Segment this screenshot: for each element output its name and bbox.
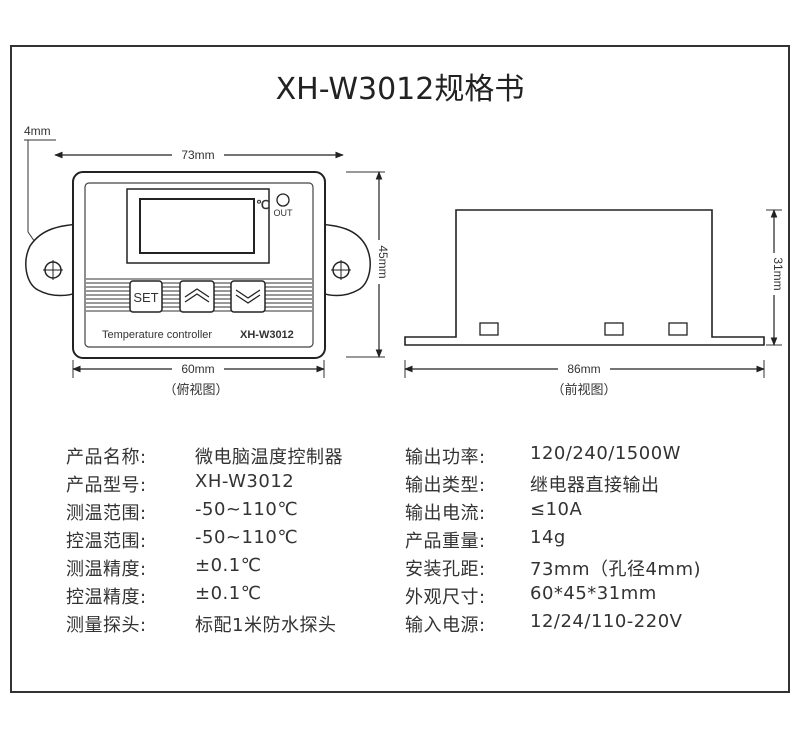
spec-value: -50~110℃ (195, 527, 299, 548)
front-view: 31mm 86mm （前视图） (404, 209, 785, 398)
right-ear (319, 223, 371, 297)
spec-sheet-frame (10, 45, 790, 693)
set-button[interactable] (129, 280, 163, 313)
dim-hole-label: 4mm (24, 124, 51, 138)
spec-value: 标配1米防水探头 (195, 615, 337, 636)
panel-label-left: Temperature controller (102, 329, 212, 341)
spec-label: 产品名称: (66, 447, 147, 468)
spec-label: 输出功率: (405, 447, 486, 468)
spec-value: 继电器直接输出 (530, 475, 660, 496)
spec-label: 输出电流: (405, 503, 486, 524)
set-button-label: SET (133, 290, 158, 305)
terminal-3 (668, 322, 688, 336)
terminal-1 (479, 322, 499, 336)
spec-label: 测量探头: (66, 615, 147, 636)
display-screen (139, 198, 255, 254)
spec-value: XH-W3012 (195, 471, 295, 492)
double-chevron-down-icon (235, 289, 261, 304)
front-dim-height-label: 31mm (771, 257, 785, 290)
spec-label: 控温范围: (66, 531, 147, 552)
spec-value: 60*45*31mm (530, 583, 657, 604)
sheet-title: XH-W3012规格书 (275, 72, 525, 107)
dim-body-label: 60mm (181, 362, 214, 376)
spec-label: 测温精度: (66, 559, 147, 580)
spec-value: 微电脑温度控制器 (195, 447, 343, 468)
front-outline (404, 209, 765, 346)
spec-label: 测温范围: (66, 503, 147, 524)
spec-value: ±0.1℃ (195, 555, 262, 576)
top-view-caption: （俯视图） (163, 382, 228, 398)
spec-value: 12/24/110-220V (530, 611, 683, 632)
unit-symbol: ℃ (256, 198, 269, 212)
double-chevron-up-icon (184, 288, 210, 303)
spec-label: 控温精度: (66, 587, 147, 608)
spec-label: 外观尺寸: (405, 587, 486, 608)
spec-value: 73mm（孔径4mm) (530, 559, 702, 580)
spec-label: 产品型号: (66, 475, 147, 496)
front-dim-width-label: 86mm (567, 362, 600, 376)
down-button[interactable] (230, 280, 266, 313)
terminal-2 (604, 322, 624, 336)
spec-value: -50~110℃ (195, 499, 299, 520)
spec-label: 安装孔距: (405, 559, 486, 580)
spec-label: 产品重量: (405, 531, 486, 552)
left-ear (25, 223, 79, 297)
spec-value: 120/240/1500W (530, 443, 681, 464)
panel-label-right: XH-W3012 (240, 329, 294, 341)
top-view: 4mm 73mm ℃ OUT (24, 124, 390, 398)
dim-height-label: 45mm (376, 245, 390, 278)
front-view-caption: （前视图） (551, 382, 616, 398)
spec-value: 14g (530, 527, 566, 548)
out-label: OUT (274, 208, 294, 218)
spec-value: ±0.1℃ (195, 583, 262, 604)
up-button[interactable] (179, 280, 215, 313)
out-indicator-icon (276, 193, 290, 207)
dim-width-label: 73mm (181, 148, 214, 162)
spec-label: 输入电源: (405, 615, 486, 636)
spec-label: 输出类型: (405, 475, 486, 496)
spec-value: ≤10A (530, 499, 583, 520)
